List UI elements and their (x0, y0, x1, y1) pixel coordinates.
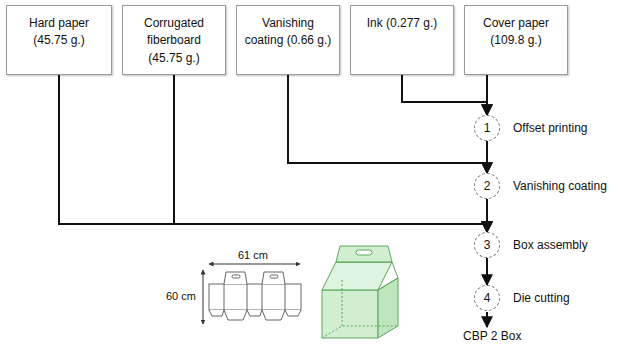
material-box: Hard paper (45.75 g.) (6, 5, 112, 75)
output-arrow (486, 312, 488, 327)
step-label: Vanishing coating (513, 179, 607, 193)
step-number: 2 (484, 179, 491, 193)
flow-connector (486, 258, 488, 285)
material-box: Corrugated fiberboard (45.75 g.) (122, 5, 226, 75)
box-dieline (209, 272, 301, 320)
material-label: Vanishing coating (0.66 g.) (243, 15, 333, 50)
material-box: Vanishing coating (0.66 g.) (236, 5, 340, 75)
process-circle: 2Vanishing coating (474, 173, 500, 199)
step-number: 3 (484, 238, 491, 252)
step-label: Die cutting (513, 291, 570, 305)
dimension-label: 61 cm (238, 249, 268, 261)
step-number: 1 (484, 121, 491, 135)
step-number: 4 (484, 291, 491, 305)
step-label: Box assembly (513, 238, 588, 252)
dimension-line (203, 270, 204, 324)
box-illustration (322, 246, 398, 338)
process-circle: 4Die cutting (474, 285, 500, 311)
flow-connector (402, 75, 487, 115)
step-label: Offset printing (513, 121, 587, 135)
process-circle: 3Box assembly (474, 232, 500, 258)
flow-connector (288, 75, 487, 173)
process-circle: 1Offset printing (474, 115, 500, 141)
material-box: Cover paper (109.8 g.) (464, 5, 568, 75)
material-label: Hard paper (45.75 g.) (13, 15, 105, 50)
dimension-line (209, 264, 300, 265)
material-box: Ink (0.277 g.) (350, 5, 454, 75)
flow-connector (486, 141, 488, 173)
material-label: Cover paper (109.8 g.) (471, 15, 561, 50)
material-label: Corrugated fiberboard (45.75 g.) (129, 15, 219, 67)
material-label: Ink (0.277 g.) (357, 15, 447, 32)
product-label: CBP 2 Box (463, 329, 521, 343)
dimension-label: 60 cm (166, 290, 196, 302)
flow-connector (486, 75, 488, 115)
flow-connector (174, 75, 487, 232)
flow-connector (59, 75, 487, 232)
flow-connector (486, 199, 488, 232)
